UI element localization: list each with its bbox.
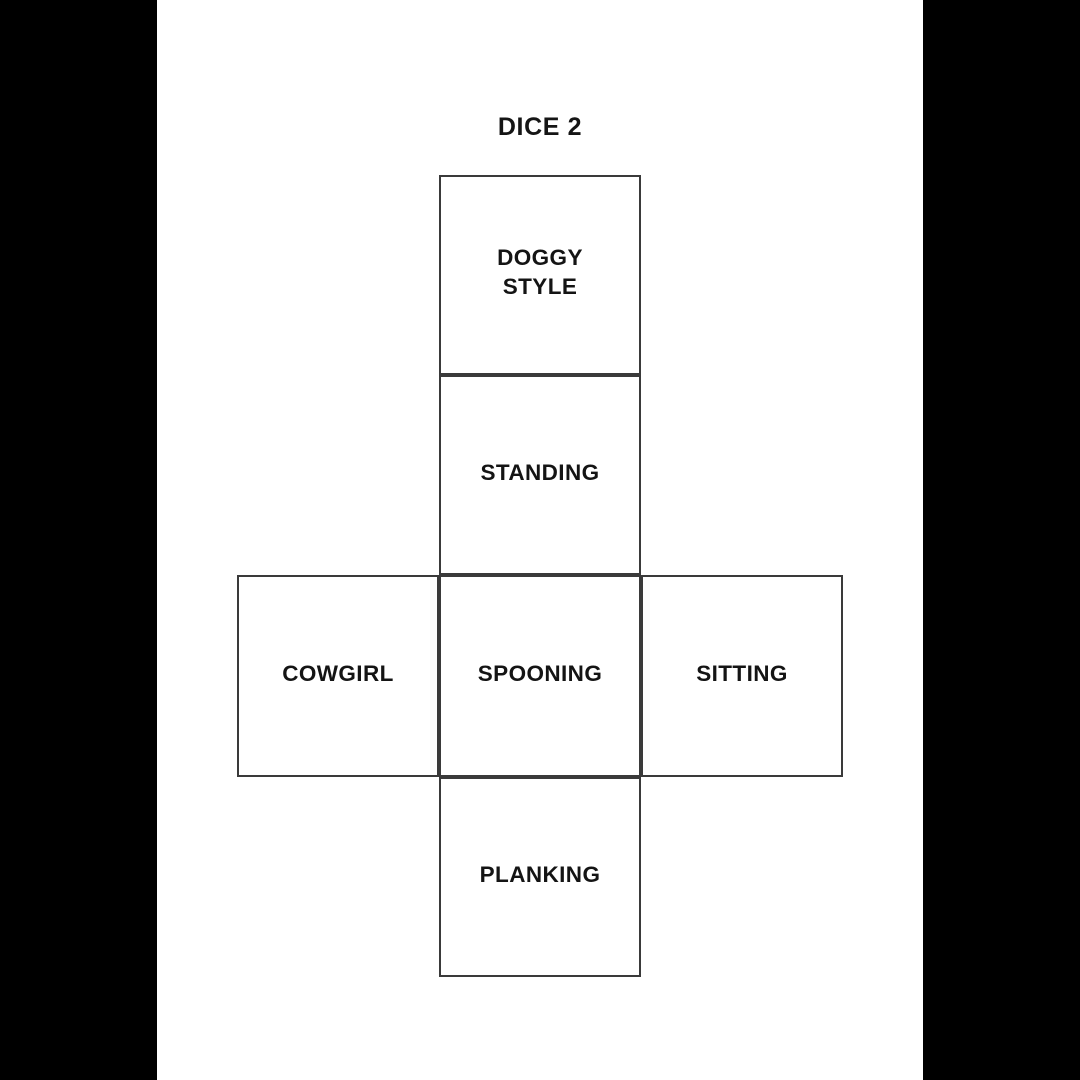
dice-face-label: SITTING: [696, 660, 788, 686]
dice-face-top[interactable]: DOGGY STYLE: [439, 175, 641, 375]
page-title: DICE 2: [497, 113, 583, 141]
dice-face-label: STANDING: [480, 459, 600, 485]
dice-net-diagram: DOGGY STYLE STANDING COWGIRL SPOONING SI…: [157, 0, 923, 1080]
dice-face-label: COWGIRL: [282, 660, 394, 686]
dice-face-bottom[interactable]: PLANKING: [439, 777, 641, 977]
dice-face-right[interactable]: SITTING: [641, 575, 843, 777]
dice-face-label: SPOONING: [477, 660, 603, 686]
dice-face-center[interactable]: SPOONING: [439, 575, 641, 777]
letterbox-bar-left: [0, 0, 157, 1080]
dice-face-label: DOGGY STYLE: [497, 245, 583, 299]
dice-face-upper[interactable]: STANDING: [439, 375, 641, 575]
dice-face-left[interactable]: COWGIRL: [237, 575, 439, 777]
letterbox-bar-right: [923, 0, 1080, 1080]
dice-face-label: PLANKING: [479, 861, 601, 887]
page-canvas: DICE 2 DOGGY STYLE STANDING COWGIRL SPOO…: [157, 0, 923, 1080]
